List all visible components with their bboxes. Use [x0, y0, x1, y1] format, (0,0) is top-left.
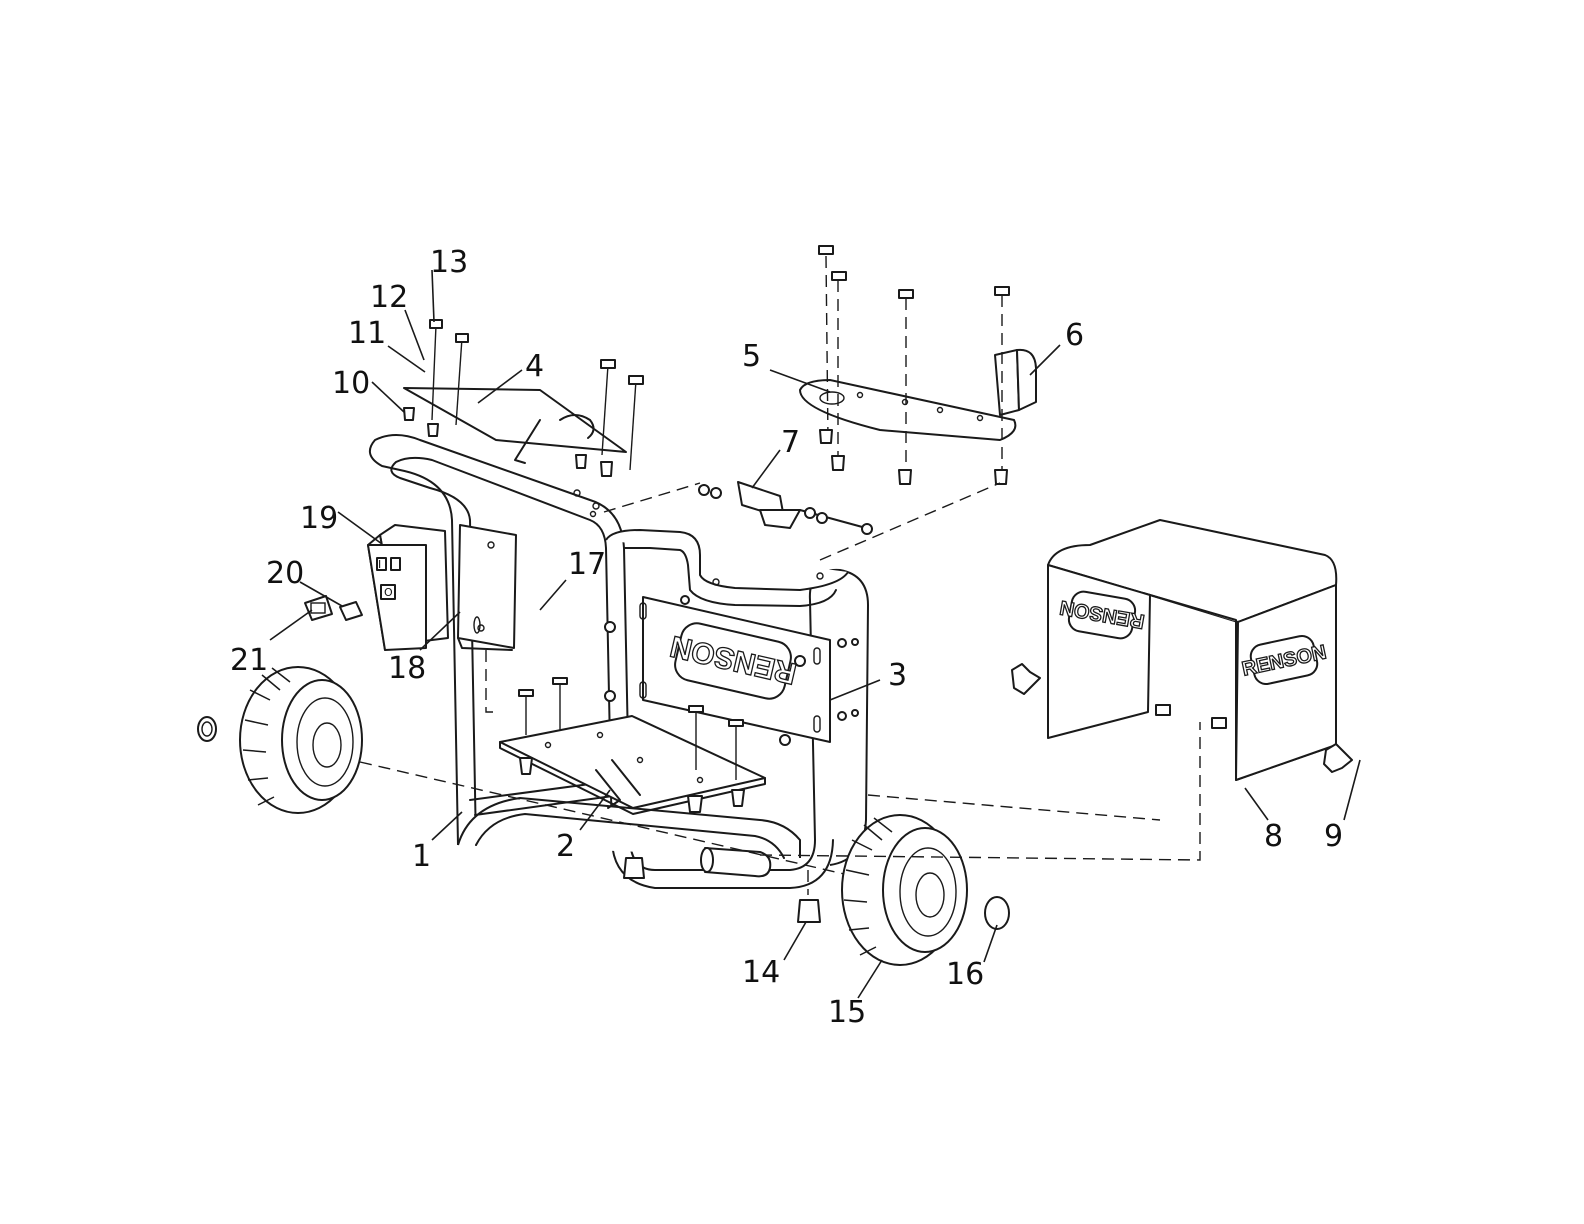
- callout-9: 9: [1324, 819, 1343, 854]
- callout-2: 2: [556, 829, 575, 864]
- callout-11: 11: [348, 316, 386, 351]
- callout-leaders: [269, 269, 1361, 999]
- wheel-left: [197, 666, 871, 881]
- callout-3: 3: [888, 658, 907, 693]
- base-plate: [499, 677, 766, 815]
- callout-21: 21: [230, 643, 268, 678]
- callout-17: 17: [568, 547, 606, 582]
- callout-1: 1: [412, 839, 431, 874]
- callout-15: 15: [828, 995, 866, 1030]
- top-plate-left: [403, 319, 644, 477]
- callout-12: 12: [370, 280, 408, 315]
- handle-bracket: [603, 481, 1001, 561]
- switch-label-off: O: [384, 586, 393, 599]
- callout-13: 13: [430, 245, 468, 280]
- callout-19: 19: [300, 501, 338, 536]
- top-plate-right: [799, 245, 1037, 485]
- callout-7: 7: [781, 425, 800, 460]
- callout-numbers: 1 2 3 4 5 6 7 8 9 10 11 12 13 14 15 16 1…: [230, 245, 1343, 1030]
- switch-label-on: I: [378, 558, 381, 571]
- callout-6: 6: [1065, 318, 1084, 353]
- callout-18: 18: [388, 651, 426, 686]
- callout-14: 14: [742, 955, 780, 990]
- callout-16: 16: [946, 957, 984, 992]
- callout-4: 4: [525, 349, 544, 384]
- wheel-right: [623, 814, 1010, 966]
- callout-8: 8: [1264, 819, 1283, 854]
- control-box: I O: [304, 524, 517, 713]
- cover: RENSON RENSON: [759, 519, 1353, 861]
- callout-20: 20: [266, 556, 304, 591]
- callout-5: 5: [742, 339, 761, 374]
- callout-10: 10: [332, 366, 370, 401]
